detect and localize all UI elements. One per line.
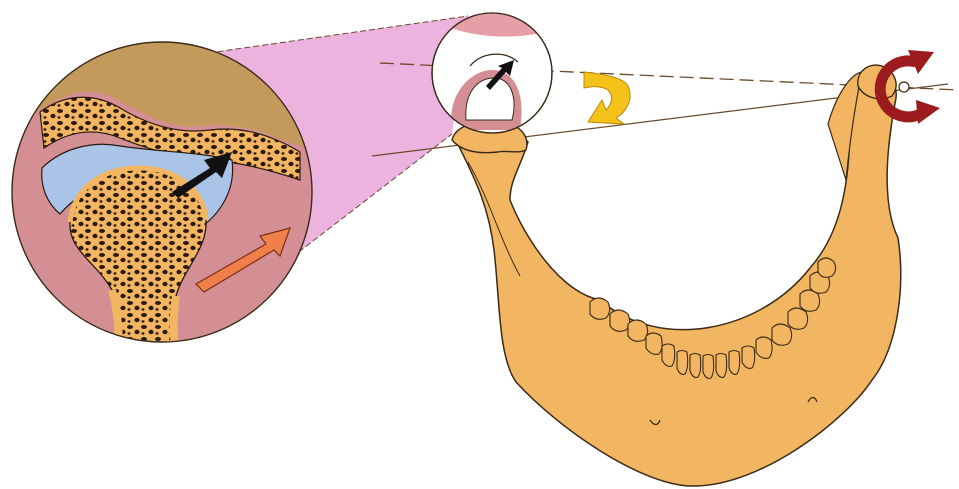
yellow-curved-arrow-icon [584, 72, 630, 124]
